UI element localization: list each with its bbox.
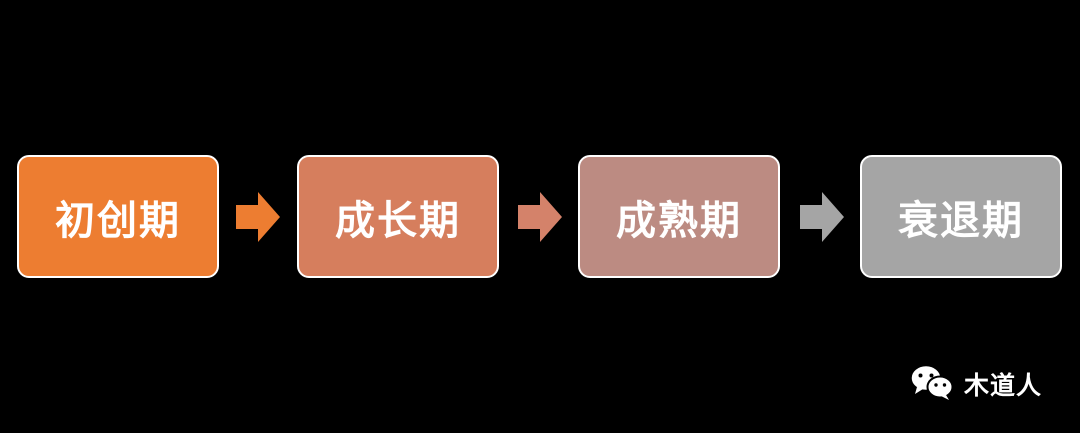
watermark-text: 木道人 <box>964 371 1043 400</box>
watermark: 木道人 <box>908 362 1042 406</box>
stage-startup: 初创期 <box>17 155 219 278</box>
stage-growth: 成长期 <box>297 155 499 278</box>
stage-label: 初创期 <box>55 197 181 244</box>
arrow-shape <box>236 192 280 242</box>
arrow-shape <box>800 192 844 242</box>
stage-label: 衰退期 <box>898 197 1024 244</box>
arrow-shape <box>518 192 562 242</box>
stage-maturity: 成熟期 <box>578 155 780 278</box>
arrow-right-icon <box>236 192 280 242</box>
stage-label: 成长期 <box>335 197 461 244</box>
stage-label: 成熟期 <box>616 197 742 244</box>
arrow-right-icon <box>518 192 562 242</box>
wechat-icon <box>908 362 956 406</box>
arrow-right-icon <box>800 192 844 242</box>
stage-decline: 衰退期 <box>860 155 1062 278</box>
